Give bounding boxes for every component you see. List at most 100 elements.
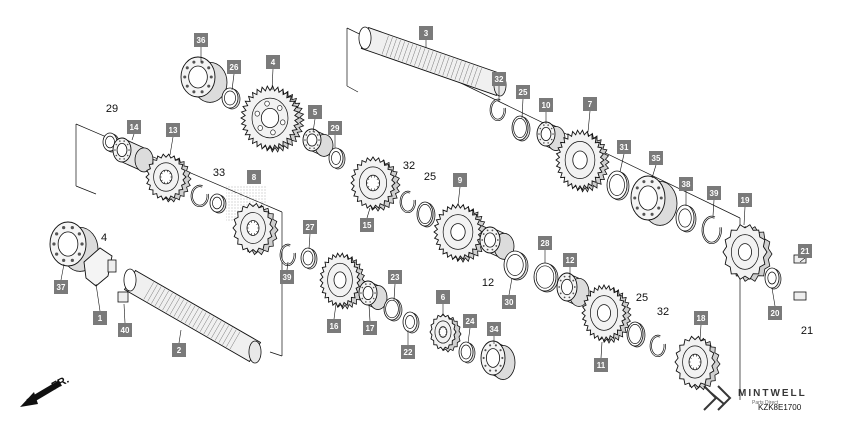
leader-line <box>178 329 182 344</box>
callout-p19: 19 <box>738 193 752 226</box>
callout-box <box>93 311 107 325</box>
callout-number: 37 <box>57 283 66 292</box>
callout-p39a: 39 <box>280 261 294 284</box>
callout-box <box>487 322 501 336</box>
bearing-34 <box>480 340 516 381</box>
part-number-label: 32 <box>657 306 669 318</box>
callout-p2: 2 <box>172 329 186 357</box>
callout-p26: 26 <box>227 60 241 91</box>
leader-line <box>699 324 702 341</box>
callout-p24: 24 <box>463 314 477 344</box>
callout-number: 1 <box>98 314 103 323</box>
leader-line <box>312 118 316 133</box>
callout-p31: 31 <box>617 140 631 173</box>
callout-number: 38 <box>682 180 691 189</box>
plate-20 <box>764 267 782 290</box>
callout-p14: 14 <box>127 120 141 141</box>
callout-number: 10 <box>542 101 551 110</box>
leader-line <box>587 110 591 133</box>
callout-number: 15 <box>363 221 372 230</box>
callout-box <box>194 33 208 47</box>
watermark-subtitle: Parts Direct <box>752 400 779 406</box>
callout-p16: 16 <box>327 303 341 333</box>
callout-box <box>127 120 141 134</box>
callout-box <box>738 193 752 207</box>
callout-p3: 3 <box>419 26 433 48</box>
callout-number: 30 <box>505 298 514 307</box>
bearing-35 <box>630 175 678 227</box>
callout-p8: 8 <box>247 170 261 184</box>
leader-line <box>467 327 471 344</box>
callout-p15: 15 <box>360 207 374 232</box>
callout-p32a: 32 <box>492 72 506 100</box>
callout-box <box>594 358 608 372</box>
callout-p28: 28 <box>538 236 552 263</box>
callout-number: 11 <box>597 361 606 370</box>
sprocket-19 <box>722 224 773 282</box>
callout-p21a: 21 <box>798 244 812 263</box>
callout-number: 14 <box>130 123 139 132</box>
callout-number: 18 <box>697 314 706 323</box>
callout-number: 17 <box>366 324 375 333</box>
leader-line <box>231 73 235 91</box>
callout-p29b: 29 <box>328 121 342 148</box>
callout-box <box>768 306 782 320</box>
gear-13 <box>145 153 192 203</box>
callout-box <box>583 97 597 111</box>
leader-line <box>521 98 524 119</box>
callout-number: 5 <box>313 108 318 117</box>
watermark-brand: MINTWELL <box>738 388 807 399</box>
callout-box <box>327 319 341 333</box>
callout-box <box>679 177 693 191</box>
circlip-33a <box>190 184 209 208</box>
gear-16 <box>319 252 366 310</box>
leader-line <box>60 263 65 281</box>
callout-box <box>798 244 812 258</box>
watermark-logo: MINTWELL Parts Direct <box>703 385 807 411</box>
front-direction-arrow: FR. <box>20 374 71 407</box>
callout-p23: 23 <box>388 270 402 301</box>
callout-number: 4 <box>271 58 276 67</box>
placeholder <box>495 104 500 106</box>
callout-box <box>617 140 631 154</box>
callout-box <box>516 85 530 99</box>
callout-number: 26 <box>230 63 239 72</box>
callout-box <box>247 170 261 184</box>
bushing-14 <box>112 137 154 173</box>
gear-8 <box>232 202 279 256</box>
washer-24 <box>458 341 476 364</box>
gear-15 <box>350 156 401 212</box>
gear-11 <box>581 284 632 344</box>
callout-number: 12 <box>566 256 575 265</box>
callout-box <box>166 123 180 137</box>
callout-p9: 9 <box>453 173 467 206</box>
part-number-label: 12 <box>482 277 494 289</box>
gear-7 <box>555 129 610 193</box>
callout-box <box>401 345 415 359</box>
callout-box <box>563 253 577 267</box>
frame-line <box>75 185 97 195</box>
frame-line <box>346 85 359 93</box>
callout-number: 32 <box>495 75 504 84</box>
callout-box <box>227 60 241 74</box>
callout-number: 35 <box>652 154 661 163</box>
part-number-label: 4 <box>101 232 107 244</box>
leader-line <box>131 133 135 141</box>
callout-box <box>54 280 68 294</box>
callout-number: 23 <box>391 273 400 282</box>
callout-p18: 18 <box>694 311 708 341</box>
callout-number: 31 <box>620 143 629 152</box>
callout-p20: 20 <box>768 287 782 320</box>
callout-box <box>502 295 516 309</box>
leader-line <box>651 164 657 179</box>
callout-p34: 34 <box>487 322 501 344</box>
bushing-17 <box>358 280 388 311</box>
bolt-21b <box>793 291 807 301</box>
part-number-label: 32 <box>403 160 415 172</box>
callout-number: 24 <box>466 317 475 326</box>
callout-box <box>118 323 132 337</box>
callout-p10: 10 <box>539 98 553 124</box>
callout-p5: 5 <box>308 105 322 133</box>
callout-number: 40 <box>121 326 130 335</box>
